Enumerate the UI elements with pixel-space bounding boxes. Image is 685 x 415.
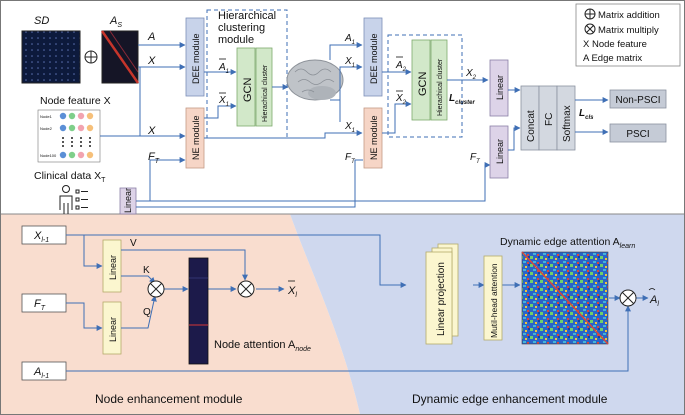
linear-projection-box [425, 251, 453, 345]
svg-text:Linear: Linear [108, 255, 118, 280]
svg-text:NE module: NE module [191, 115, 201, 160]
svg-text:DEE module: DEE module [191, 33, 201, 84]
svg-text:Linear: Linear [495, 75, 505, 100]
svg-text:Xl-1: Xl-1 [33, 230, 49, 244]
legend: Matrix addition Matrix multiply X Node f… [575, 3, 681, 67]
hier-cluster-module-2 [387, 34, 463, 138]
svg-text:Concat: Concat [526, 110, 537, 142]
node-attention-matrix [188, 257, 209, 365]
svg-text:clustering: clustering [218, 22, 265, 34]
svg-text:A2: A2 [395, 60, 407, 73]
svg-text:X: X [147, 55, 156, 67]
svg-text:X: X [147, 125, 156, 137]
svg-text:FT: FT [345, 152, 356, 165]
svg-text:X2: X2 [395, 93, 407, 106]
linear-box-kv [102, 239, 122, 293]
svg-text:FT: FT [148, 151, 160, 165]
svg-text:GCN: GCN [242, 78, 254, 103]
psci-output [609, 123, 667, 143]
node-enhancement-caption: Node enhancement module [95, 392, 243, 406]
x-l-output: Xl [287, 285, 297, 299]
svg-text:X1: X1 [218, 95, 229, 108]
svg-text:Hierarchical: Hierarchical [218, 10, 276, 22]
svg-text:Q: Q [143, 307, 151, 318]
svg-text:Linear: Linear [108, 317, 118, 342]
svg-text:Matrix multiply: Matrix multiply [598, 25, 659, 36]
svg-text:FT: FT [34, 298, 46, 312]
gcn-box-2 [411, 39, 431, 121]
svg-text:Node1: Node1 [40, 114, 53, 119]
patient-icon [59, 185, 88, 214]
svg-text:A1: A1 [218, 62, 229, 75]
svg-text:X Node feature: X Node feature [583, 39, 647, 50]
svg-text:Matrix addition: Matrix addition [598, 10, 660, 21]
node-attention-label: Node attention Anode [214, 339, 311, 353]
ne-module-2 [363, 107, 383, 169]
node-enhancement-panel [1, 214, 360, 414]
svg-text:Node2: Node2 [40, 126, 53, 131]
node-feature-dots [59, 112, 94, 159]
clinical-data-label: Clinical data XT [34, 170, 106, 184]
cls-loss-label: Lcls [579, 108, 594, 121]
svg-text:Hierachical cluster: Hierachical cluster [262, 64, 269, 122]
svg-text:V: V [130, 238, 137, 249]
dynamic-edge-attention-label: Dynamic edge attention Alearn [500, 236, 635, 250]
svg-text:NE module: NE module [369, 115, 379, 160]
non-psci-output [609, 89, 667, 109]
sd-matrix [21, 30, 81, 84]
softmax-box [556, 85, 576, 151]
svg-text:Hierachical cluster: Hierachical cluster [437, 58, 444, 116]
svg-text:GCN: GCN [417, 72, 429, 97]
svg-text:A: A [147, 31, 155, 43]
svg-text:X2: X2 [465, 68, 477, 81]
multi-head-attention-box [483, 255, 503, 341]
svg-text:PSCI: PSCI [626, 129, 649, 140]
gcn-box-1 [236, 47, 256, 127]
svg-text:A Edge matrix: A Edge matrix [583, 53, 642, 64]
cluster-loss-label: Lcluster [449, 93, 475, 106]
a-l-output: Al [649, 294, 659, 308]
svg-text:FT: FT [470, 152, 481, 165]
dee-module-1 [185, 17, 205, 97]
svg-text:Linear: Linear [123, 188, 133, 213]
svg-text:module: module [218, 34, 254, 46]
node-feature-label: Node feature X [40, 95, 111, 107]
brain-icon [286, 59, 344, 101]
svg-text:Al-1: Al-1 [33, 366, 49, 380]
svg-text:Non-PSCI: Non-PSCI [615, 95, 660, 106]
svg-text:X1: X1 [344, 56, 355, 69]
sd-label: SD [34, 15, 49, 27]
svg-text:FC: FC [544, 113, 555, 126]
svg-text:A1: A1 [344, 33, 355, 46]
svg-text:Mutil-head attention: Mutil-head attention [489, 263, 499, 338]
linear-box-top [489, 59, 509, 117]
svg-text:Node100: Node100 [40, 153, 57, 158]
svg-text:DEE module: DEE module [369, 33, 379, 84]
svg-text:K: K [143, 265, 150, 276]
svg-text:X1: X1 [344, 121, 355, 134]
as-label: AS [109, 15, 122, 29]
dynamic-edge-caption: Dynamic edge enhancement module [412, 392, 608, 406]
svg-text:Linear: Linear [495, 139, 505, 164]
svg-text:Linear projection: Linear projection [436, 262, 447, 336]
dee-module-2 [363, 17, 383, 97]
linear-box-bottom [489, 125, 509, 179]
svg-text:Softmax: Softmax [562, 105, 573, 142]
